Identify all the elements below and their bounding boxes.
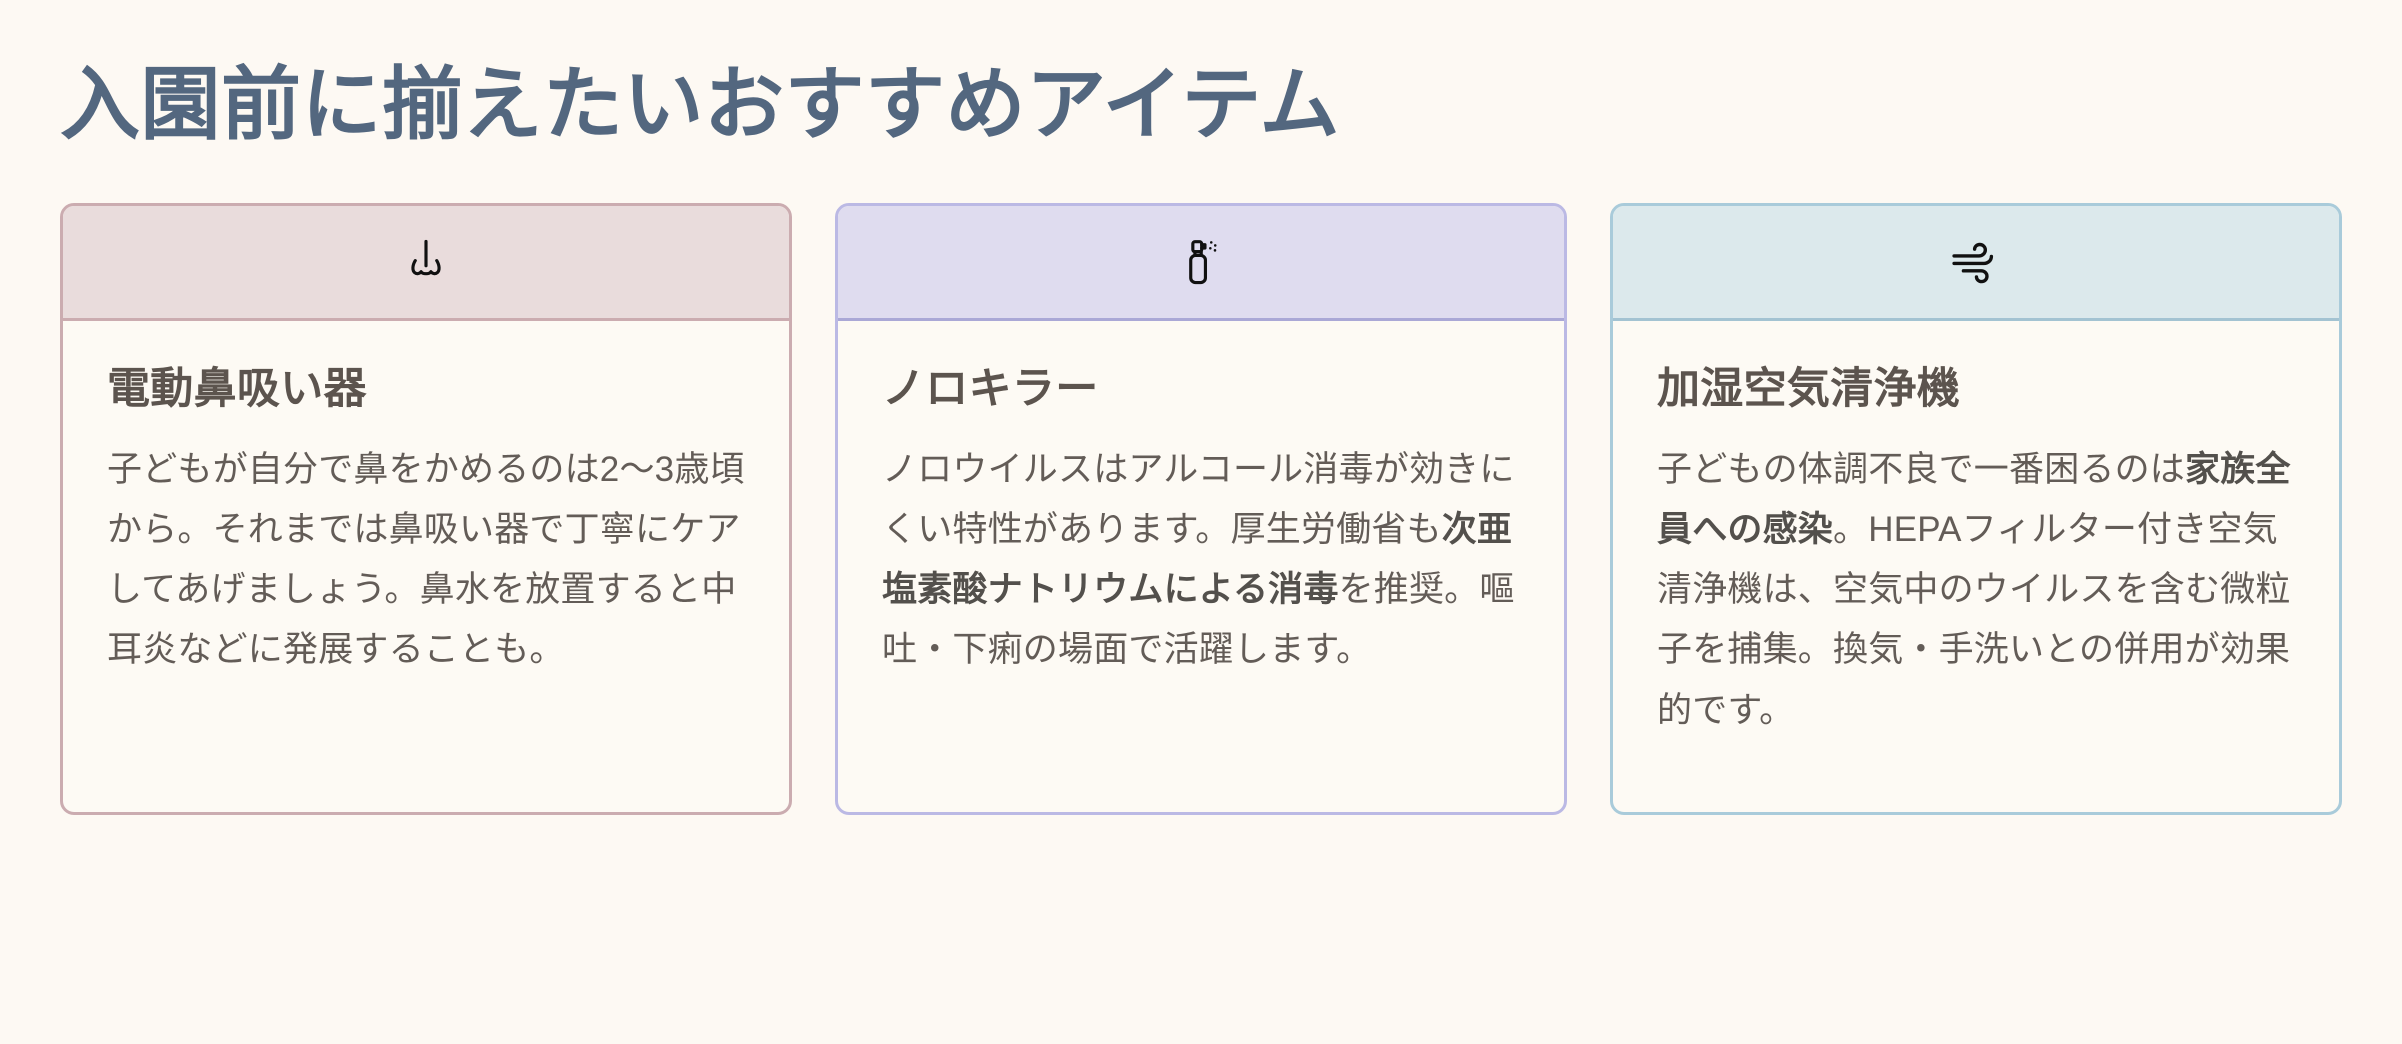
wind-icon xyxy=(1948,234,2004,290)
card-header-air-purifier xyxy=(1613,206,2339,322)
card-header-nasal-aspirator xyxy=(63,206,789,322)
card-description: 子どもが自分で鼻をかめるのは2〜3歳頃から。それまでは鼻吸い器で丁寧にケアしてあ… xyxy=(107,449,745,670)
card-header-noro-killer xyxy=(838,206,1564,322)
item-card-noro-killer[interactable]: ノロキラー ノロウイルスはアルコール消毒が効きにくい特性があります。厚生労働省も… xyxy=(835,203,1567,816)
nose-icon xyxy=(398,234,454,290)
card-title: 電動鼻吸い器 xyxy=(107,365,367,414)
item-card-nasal-aspirator[interactable]: 電動鼻吸い器 子どもが自分で鼻をかめるのは2〜3歳頃から。それまでは鼻吸い器で丁… xyxy=(60,203,792,816)
card-body-noro-killer: ノロキラー ノロウイルスはアルコール消毒が効きにくい特性があります。厚生労働省も… xyxy=(838,321,1564,680)
card-title: 加湿空気清浄機 xyxy=(1657,365,1961,414)
card-body-nasal-aspirator: 電動鼻吸い器 子どもが自分で鼻をかめるのは2〜3歳頃から。それまでは鼻吸い器で丁… xyxy=(63,321,789,680)
card-description: 子どもの体調不良で一番困るのは家族全員への感染。HEPAフィルター付き空気清浄機… xyxy=(1657,449,2291,730)
card-title: ノロキラー xyxy=(882,365,1099,414)
card-body-air-purifier: 加湿空気清浄機 子どもの体調不良で一番困るのは家族全員への感染。HEPAフィルタ… xyxy=(1613,321,2339,740)
item-card-list: 電動鼻吸い器 子どもが自分で鼻をかめるのは2〜3歳頃から。それまでは鼻吸い器で丁… xyxy=(60,203,2342,816)
item-card-air-purifier[interactable]: 加湿空気清浄機 子どもの体調不良で一番困るのは家族全員への感染。HEPAフィルタ… xyxy=(1610,203,2342,816)
spray-bottle-icon xyxy=(1173,234,1229,290)
card-description: ノロウイルスはアルコール消毒が効きにくい特性があります。厚生労働省も次亜塩素酸ナ… xyxy=(882,449,1515,670)
page-title: 入園前に揃えたいおすすめアイテム xyxy=(60,60,1340,149)
